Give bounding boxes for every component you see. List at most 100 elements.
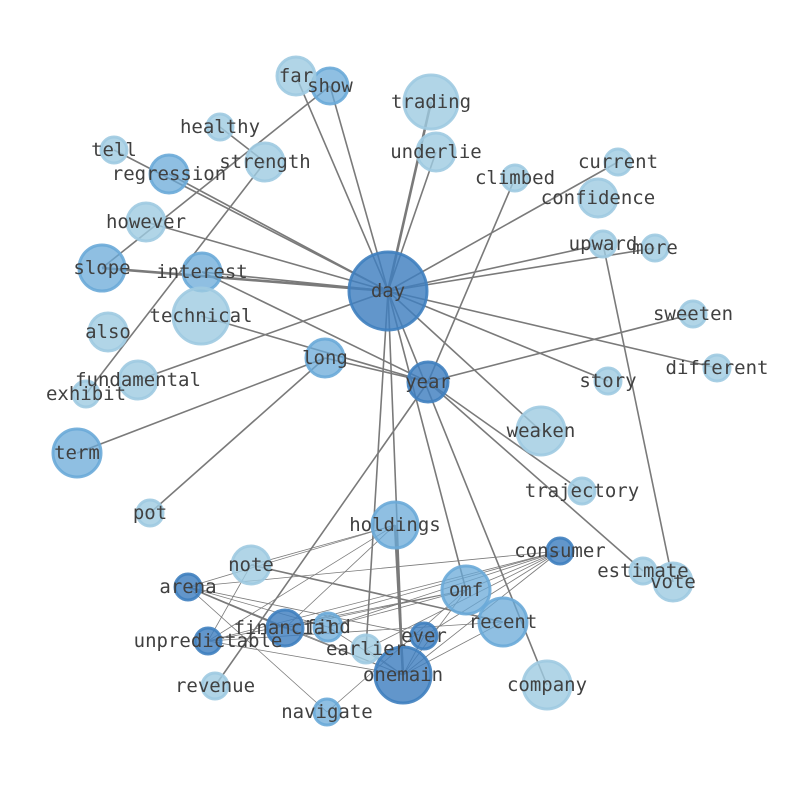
node-also bbox=[87, 311, 129, 353]
node-label-company: company bbox=[507, 674, 587, 696]
node-underlie bbox=[415, 131, 457, 173]
edge-unpredictable-recent bbox=[207, 621, 504, 642]
node-label-term: term bbox=[54, 442, 100, 464]
node-earlier bbox=[350, 633, 382, 665]
node-label-holdings: holdings bbox=[349, 514, 441, 536]
edge-holdings-arena bbox=[187, 524, 396, 588]
edge-day-omf bbox=[387, 290, 467, 591]
edge-year-climbed bbox=[427, 177, 516, 383]
node-sweeten bbox=[678, 299, 708, 329]
node-label-slope: slope bbox=[73, 257, 130, 279]
edge-holdings-unpredictable bbox=[207, 524, 396, 642]
node-technical bbox=[171, 286, 231, 346]
node-label-navigate: navigate bbox=[281, 701, 373, 723]
node-trading bbox=[402, 73, 460, 131]
node-label-ever: ever bbox=[401, 625, 447, 647]
node-vote bbox=[652, 561, 694, 603]
node-revenue bbox=[200, 671, 230, 701]
node-term bbox=[51, 427, 103, 479]
edge-day-different bbox=[387, 290, 718, 369]
node-find bbox=[312, 611, 344, 643]
node-label-estimate: estimate bbox=[597, 560, 689, 582]
node-label-story: story bbox=[579, 370, 636, 392]
node-label-trading: trading bbox=[391, 91, 471, 113]
node-fundamental bbox=[117, 359, 159, 401]
node-company bbox=[521, 659, 573, 711]
node-label-day: day bbox=[371, 280, 405, 302]
node-confidence bbox=[577, 177, 619, 219]
node-arena bbox=[173, 572, 203, 602]
node-label-trajectory: trajectory bbox=[525, 480, 639, 502]
node-label-earlier: earlier bbox=[326, 638, 406, 660]
node-pot bbox=[135, 498, 165, 528]
node-different bbox=[702, 353, 732, 383]
node-label-far: far bbox=[279, 65, 313, 87]
edge-year-estimate bbox=[427, 381, 644, 572]
node-label-strength: strength bbox=[219, 151, 311, 173]
node-weaken bbox=[515, 405, 567, 457]
node-label-interest: interest bbox=[156, 261, 248, 283]
node-label-fundamental: fundamental bbox=[75, 369, 201, 391]
edge-holdings-note bbox=[250, 524, 396, 566]
node-exhibit bbox=[71, 379, 101, 409]
edge-year-revenue bbox=[214, 381, 429, 687]
node-estimate bbox=[628, 556, 658, 586]
node-label-arena: arena bbox=[159, 576, 216, 598]
node-label-onemain: onemain bbox=[363, 664, 443, 686]
node-unpredictable bbox=[193, 626, 223, 656]
node-climbed bbox=[500, 163, 530, 193]
edge-strength-exhibit bbox=[85, 161, 266, 395]
node-label-financial: financial bbox=[234, 617, 337, 639]
edge-year-interest bbox=[201, 271, 429, 383]
node-consumer bbox=[545, 536, 575, 566]
edge-long-term bbox=[76, 357, 326, 454]
node-label-show: show bbox=[307, 75, 353, 97]
node-label-healthy: healthy bbox=[180, 116, 260, 138]
node-layer bbox=[51, 55, 732, 727]
node-label-find: find bbox=[305, 616, 351, 638]
node-label-upward: upward bbox=[569, 233, 638, 255]
node-label-climbed: climbed bbox=[475, 167, 555, 189]
node-day bbox=[347, 250, 429, 332]
node-label-underlie: underlie bbox=[390, 141, 482, 163]
edge-day-current bbox=[387, 161, 619, 292]
node-upward bbox=[588, 229, 618, 259]
edge-day-slope bbox=[101, 266, 389, 293]
node-label-more: more bbox=[632, 237, 678, 259]
node-label-year: year bbox=[405, 371, 451, 393]
node-holdings bbox=[370, 500, 420, 550]
node-tell bbox=[99, 135, 129, 165]
edge-day-earlier bbox=[365, 290, 389, 650]
node-omf bbox=[440, 564, 492, 616]
node-note bbox=[230, 544, 272, 586]
node-healthy bbox=[205, 112, 235, 142]
node-label-regression: regression bbox=[112, 163, 226, 185]
node-label-consumer: consumer bbox=[514, 540, 606, 562]
node-label-however: however bbox=[106, 211, 186, 233]
label-layer: dayyearonemainomfholdingsrecentfinancial… bbox=[46, 65, 769, 723]
node-long bbox=[304, 337, 346, 379]
edge-upward-vote bbox=[602, 243, 674, 583]
node-label-revenue: revenue bbox=[175, 675, 255, 697]
node-label-also: also bbox=[85, 321, 131, 343]
node-label-long: long bbox=[302, 347, 348, 369]
node-current bbox=[603, 147, 633, 177]
edge-arena-find bbox=[187, 586, 329, 628]
node-regression bbox=[148, 153, 190, 195]
node-label-tell: tell bbox=[91, 139, 137, 161]
edge-year-trajectory bbox=[427, 381, 583, 492]
node-financial bbox=[265, 608, 305, 648]
node-ever bbox=[409, 621, 439, 651]
node-story bbox=[593, 366, 623, 396]
edge-year-sweeten bbox=[427, 313, 694, 383]
edge-unpredictable-onemain bbox=[207, 640, 404, 676]
node-label-omf: omf bbox=[449, 579, 483, 601]
node-label-current: current bbox=[578, 151, 658, 173]
node-navigate bbox=[312, 697, 342, 727]
node-label-note: note bbox=[228, 554, 274, 576]
node-label-exhibit: exhibit bbox=[46, 383, 126, 405]
node-strength bbox=[244, 141, 286, 183]
node-label-unpredictable: unpredictable bbox=[134, 630, 283, 652]
node-more bbox=[640, 233, 670, 263]
